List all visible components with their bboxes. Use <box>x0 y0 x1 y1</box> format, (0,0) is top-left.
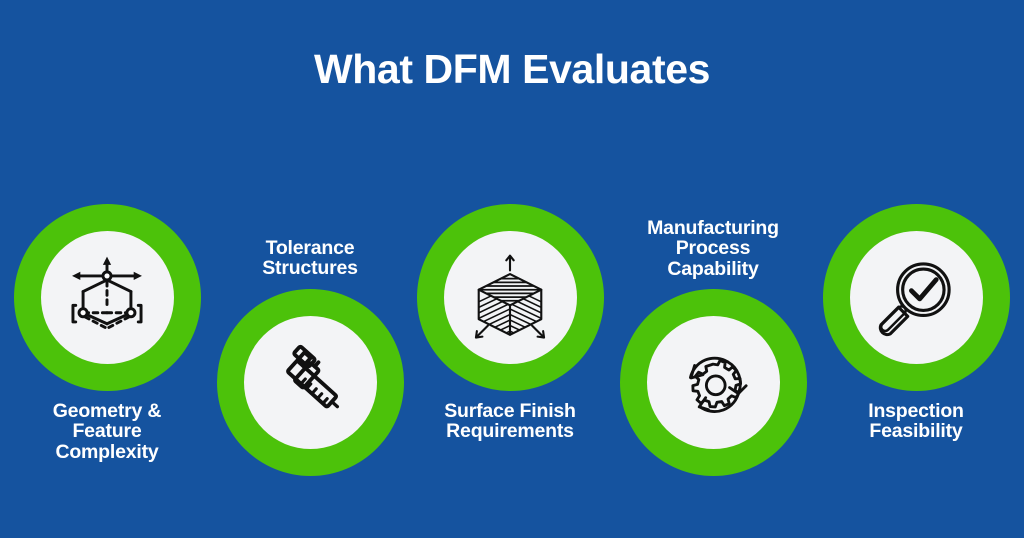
caliper-icon <box>286 345 340 409</box>
icon-circle <box>822 204 1010 391</box>
icon-circle <box>416 204 604 391</box>
icon-circle <box>13 204 201 391</box>
item-manufacturing-process-capability: Manufacturing Process Capability <box>608 217 818 477</box>
item-label: Inspection Feasibility <box>868 400 964 443</box>
icon-circle-inner <box>646 316 780 450</box>
item-tolerance-structures: Tolerance Structures <box>205 238 415 476</box>
item-label: Geometry & Feature Complexity <box>52 400 162 463</box>
item-label: Manufacturing Process Capability <box>647 217 779 280</box>
icon-circle-inner <box>243 315 377 449</box>
icon-circle-inner <box>40 231 174 364</box>
icon-circle <box>216 288 404 476</box>
item-geometry-feature-complexity: Geometry & Feature Complexity <box>2 204 212 462</box>
item-inspection-feasibility: Inspection Feasibility <box>811 204 1021 442</box>
magnifier-check-icon <box>878 261 951 336</box>
page-title: What DFM Evaluates <box>313 46 711 92</box>
item-label: Tolerance Structures <box>262 237 358 280</box>
gear-cycle-icon <box>689 356 748 413</box>
item-label: Surface Finish Requirements <box>444 400 576 443</box>
icon-circle <box>619 289 807 477</box>
icon-circle-inner <box>443 231 577 364</box>
icon-circle-inner <box>849 231 983 364</box>
item-surface-finish-requirements: Surface Finish Requirements <box>405 204 615 442</box>
geometry-wireframe-icon <box>71 256 143 329</box>
hatched-cube-icon <box>474 254 546 339</box>
